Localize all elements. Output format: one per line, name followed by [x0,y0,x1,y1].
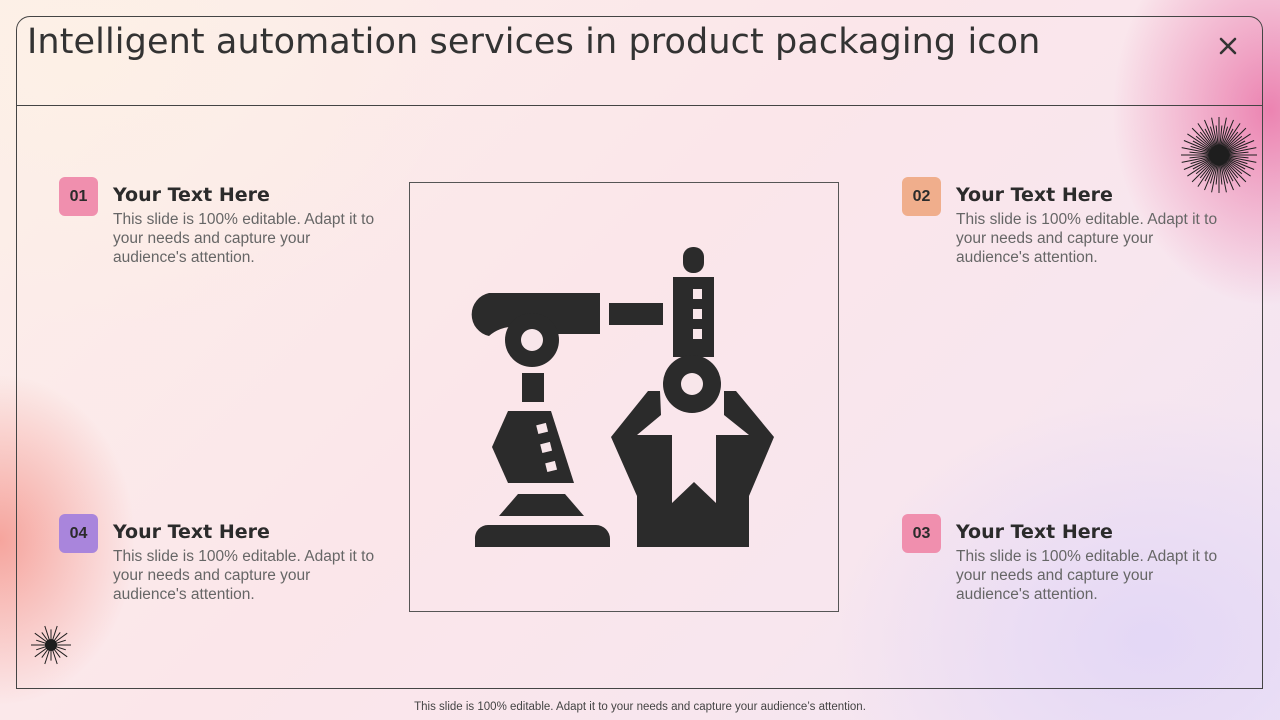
slide-frame [16,16,1263,689]
number-badge: 03 [902,514,941,553]
starburst-icon [1181,117,1257,193]
page-title: Intelligent automation services in produ… [27,22,1041,62]
item-description: This slide is 100% editable. Adapt it to… [113,211,375,266]
item-heading: Your Text Here [956,521,1113,543]
item-description: This slide is 100% editable. Adapt it to… [956,211,1218,266]
close-button[interactable] [1212,30,1244,62]
item-heading: Your Text Here [113,184,270,206]
item-description: This slide is 100% editable. Adapt it to… [956,548,1218,603]
number-badge: 01 [59,177,98,216]
icon-frame [409,182,839,612]
number-badge: 04 [59,514,98,553]
number-badge: 02 [902,177,941,216]
title-divider [16,105,1263,106]
close-icon [1219,37,1237,55]
footer-note: This slide is 100% editable. Adapt it to… [414,701,866,713]
robotic-arm-packaging-icon [471,247,774,547]
item-heading: Your Text Here [113,521,270,543]
item-heading: Your Text Here [956,184,1113,206]
starburst-icon [31,625,71,665]
item-description: This slide is 100% editable. Adapt it to… [113,548,375,603]
